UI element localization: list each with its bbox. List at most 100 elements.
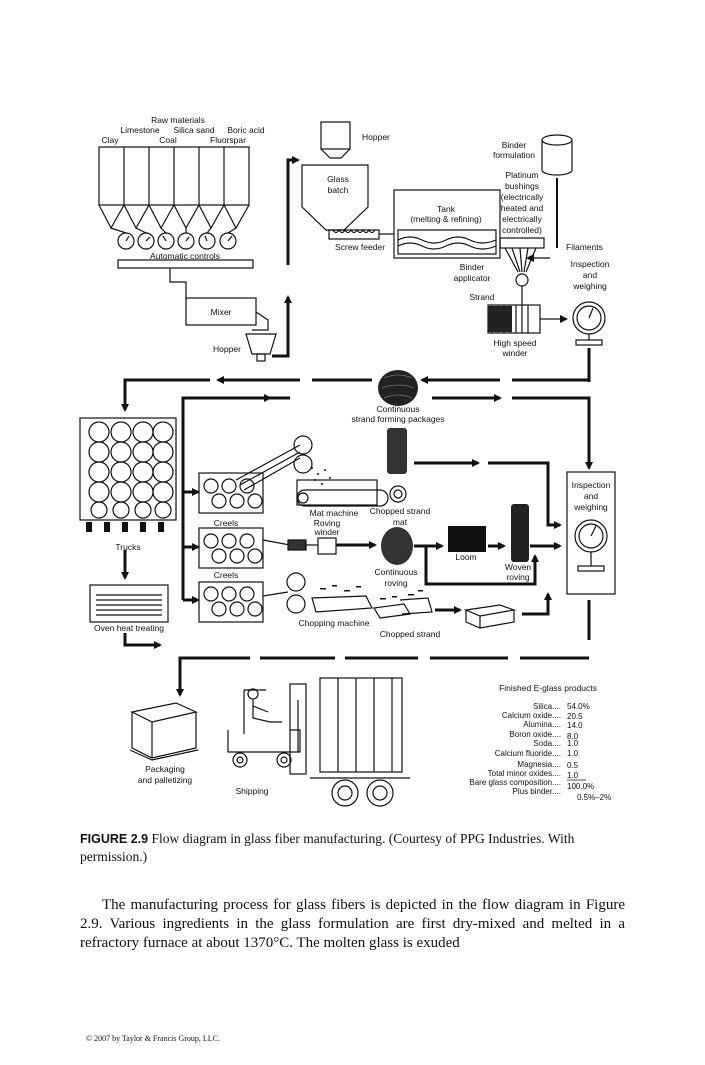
binder-formulation-label-1: Binder bbox=[502, 140, 527, 150]
binder-formulation-label-2: formulation bbox=[493, 150, 535, 160]
continuous-roving-spool bbox=[381, 527, 413, 565]
loom-arrows bbox=[414, 542, 562, 586]
product-value: 1.0 bbox=[567, 749, 579, 758]
glass-batch-hopper bbox=[301, 121, 394, 240]
mixer-label: Mixer bbox=[211, 307, 232, 317]
product-name: Calcium oxide.... bbox=[502, 711, 561, 720]
chopped-strand-mat-label-1: Chopped strand bbox=[370, 506, 431, 516]
scale-top bbox=[572, 301, 606, 346]
continuous-roving-label-1: Continuous bbox=[374, 567, 417, 577]
svg-text:controlled): controlled) bbox=[502, 225, 542, 235]
truck-wheels bbox=[86, 522, 164, 532]
raw-material-limestone: Limestone bbox=[120, 125, 159, 135]
glass-batch-label-1: Glass bbox=[327, 174, 349, 184]
oven-label: Oven heat treating bbox=[94, 623, 164, 633]
inspection-labels-right: Inspection and weighing bbox=[572, 480, 611, 512]
raw-materials-title: Raw materials bbox=[151, 115, 205, 125]
product-name: Bare glass composition.... bbox=[469, 778, 561, 787]
product-name: Alumina.... bbox=[523, 720, 561, 729]
feed-arrows bbox=[272, 156, 300, 358]
high-speed-winder-label-1: High speed bbox=[493, 338, 536, 348]
chopped-strand-mat-label-2: mat bbox=[393, 517, 408, 527]
loom-label: Loom bbox=[455, 552, 476, 562]
packaging-label-1: Packaging bbox=[145, 764, 185, 774]
melting-tank bbox=[393, 189, 501, 259]
automatic-controls-label: Automatic controls bbox=[150, 251, 220, 261]
hopper-top-label: Hopper bbox=[362, 132, 390, 142]
flow-diagram: Raw materials Clay Limestone Silica sand… bbox=[79, 115, 616, 807]
svg-text:Inspection: Inspection bbox=[572, 480, 611, 490]
product-value: 1.0 bbox=[567, 771, 579, 780]
chopping-arrows bbox=[435, 592, 552, 616]
chopping-machine bbox=[262, 572, 433, 619]
svg-text:electrically: electrically bbox=[502, 214, 542, 224]
figure-label: FIGURE 2.9 bbox=[80, 832, 149, 846]
mat-machine-label: Mat machine bbox=[310, 508, 359, 518]
binder-applicator-label-1: Binder bbox=[460, 262, 485, 272]
shipping-label: Shipping bbox=[235, 786, 268, 796]
figure-caption-text: Flow diagram in glass fiber manufacturin… bbox=[80, 831, 575, 864]
creels-label-1: Creels bbox=[214, 518, 239, 528]
product-value: 0.5%–2% bbox=[577, 793, 611, 802]
binder-formulation-drum bbox=[541, 134, 573, 248]
woven-roving-label-1: Woven bbox=[505, 562, 532, 572]
svg-text:and: and bbox=[584, 491, 598, 501]
product-value: 14.0 bbox=[567, 721, 583, 730]
svg-text:Platinum: Platinum bbox=[505, 170, 538, 180]
high-speed-winder-label-2: winder bbox=[501, 348, 527, 358]
raw-material-clay: Clay bbox=[101, 135, 119, 145]
trailer bbox=[289, 677, 410, 807]
mat-machine bbox=[235, 435, 407, 507]
inspection-labels-top: Inspection and weighing bbox=[571, 259, 610, 291]
raw-material-coal: Coal bbox=[159, 135, 177, 145]
svg-text:weighing: weighing bbox=[572, 281, 607, 291]
product-value: 0.5 bbox=[567, 761, 579, 770]
binder-applicator-label-2: applicator bbox=[454, 273, 491, 283]
product-name: Plus binder.... bbox=[513, 787, 561, 796]
mat-arrows bbox=[414, 459, 562, 529]
filaments-label: Filaments bbox=[566, 242, 603, 252]
product-name: Soda.... bbox=[533, 739, 561, 748]
continuous-packages-label-2: strand forming packages bbox=[351, 414, 444, 424]
screw-feeder-label: Screw feeder bbox=[335, 242, 385, 252]
copyright-footer: © 2007 by Taylor & Francis Group, LLC. bbox=[86, 1034, 221, 1043]
products-title: Finished E-glass products bbox=[499, 683, 597, 693]
product-value: 54.0% bbox=[567, 702, 590, 711]
woven-roving-roll bbox=[511, 504, 529, 562]
product-name: Calcium fluoride.... bbox=[495, 749, 561, 758]
platinum-bushings-labels: Platinum bushings (electrically heated a… bbox=[501, 170, 544, 235]
chopped-fibers bbox=[320, 585, 423, 600]
figure-caption: FIGURE 2.9 Flow diagram in glass fiber m… bbox=[80, 830, 625, 865]
scale-right bbox=[566, 471, 616, 595]
svg-text:bushings: bushings bbox=[505, 181, 539, 191]
product-value: 20.5 bbox=[567, 712, 583, 721]
trucks-label: Trucks bbox=[115, 542, 140, 552]
chopped-strand-label: Chopped strand bbox=[380, 629, 441, 639]
svg-text:Inspection: Inspection bbox=[571, 259, 610, 269]
process-loop-arrows bbox=[121, 348, 593, 695]
body-paragraph: The manufacturing process for glass fibe… bbox=[80, 897, 625, 951]
tank-label-2: (melting & refining) bbox=[410, 214, 482, 224]
product-value: 8.0 bbox=[567, 732, 579, 741]
svg-text:heated and: heated and bbox=[501, 203, 544, 213]
raw-material-silos bbox=[98, 146, 277, 362]
product-name: Total minor oxides.... bbox=[488, 769, 561, 778]
product-name: Boron oxide.... bbox=[509, 730, 561, 739]
forklift bbox=[227, 688, 301, 768]
creels bbox=[198, 472, 264, 623]
chopping-machine-label: Chopping machine bbox=[299, 618, 370, 628]
mat-fibers bbox=[311, 467, 331, 485]
continuous-packages-label-1: Continuous bbox=[376, 404, 419, 414]
product-value: 100.0% bbox=[567, 782, 594, 791]
creels-label-2: Creels bbox=[214, 570, 239, 580]
strand-label: Strand bbox=[469, 292, 494, 302]
oven bbox=[89, 584, 169, 623]
product-name: Silica.... bbox=[533, 702, 561, 711]
roving-winder bbox=[262, 537, 377, 555]
svg-text:and: and bbox=[583, 270, 597, 280]
raw-material-boric-acid: Boric acid bbox=[227, 125, 265, 135]
glass-batch-label-2: batch bbox=[328, 185, 349, 195]
continuous-roving-label-2: roving bbox=[384, 578, 407, 588]
packaging-label-2: and palletizing bbox=[138, 775, 193, 785]
hopper-bottom-label: Hopper bbox=[213, 344, 241, 354]
